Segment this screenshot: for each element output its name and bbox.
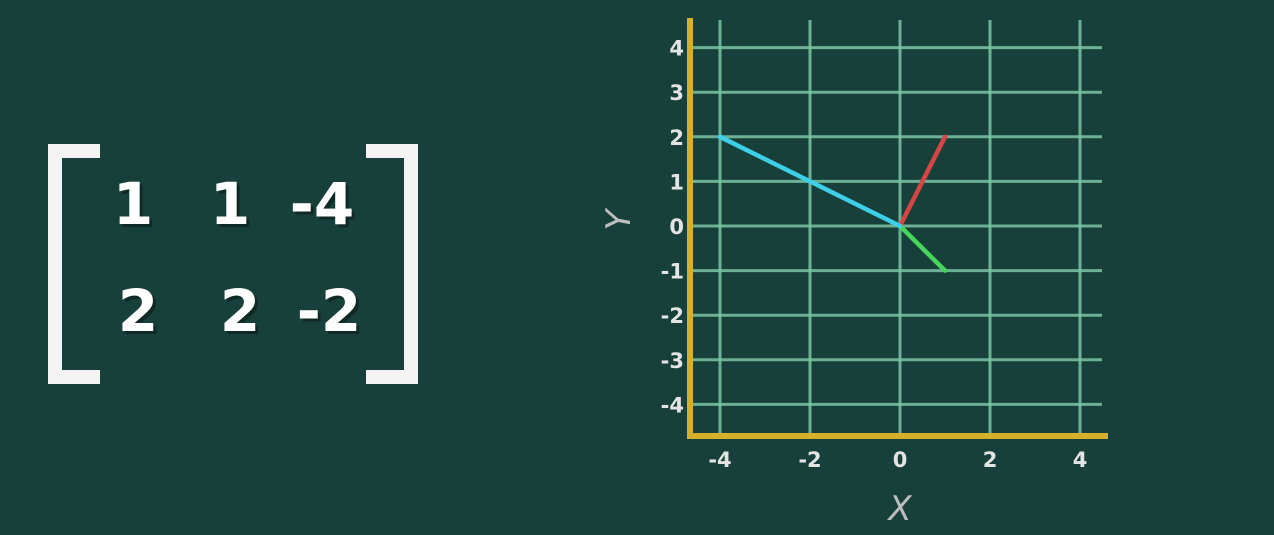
axes (687, 18, 1108, 439)
x-tick-label: -2 (798, 448, 821, 472)
left-bracket (48, 144, 100, 384)
y-tick-label: -3 (661, 349, 684, 373)
vector-2 (897, 223, 948, 273)
y-tick-label: 1 (669, 170, 684, 194)
y-tick-label: 3 (669, 81, 684, 105)
x-tick-label: 4 (1073, 448, 1088, 472)
matrix-cell-r2c1: 2 (117, 277, 159, 345)
right-bracket (366, 144, 418, 384)
matrix-cell-r1c2: 1 (209, 170, 251, 238)
y-tick-label: -2 (661, 304, 684, 328)
y-tick-label: -1 (661, 260, 684, 284)
y-tick-label: -4 (661, 393, 684, 417)
tick-labels: 4 3 2 1 0 -1 -2 -3 -4 -4 -2 0 2 4 (661, 37, 1088, 472)
x-tick-label: 0 (893, 448, 908, 472)
y-tick-label: 0 (669, 215, 684, 239)
x-axis-label: X (886, 489, 912, 529)
y-tick-label: 4 (669, 37, 684, 61)
y-tick-label: 2 (669, 126, 684, 150)
matrix-cell-r1c3: -4 (289, 170, 355, 238)
matrix-cell-r2c2: 2 (219, 277, 261, 345)
y-axis-label: Y (599, 207, 639, 230)
vector-3 (717, 134, 903, 229)
vector-1 (897, 134, 948, 229)
matrix-cell-r2c3: -2 (296, 277, 362, 345)
vectors (717, 134, 948, 273)
x-tick-label: 2 (983, 448, 998, 472)
matrix-cell-r1c1: 1 (112, 170, 154, 238)
x-tick-label: -4 (708, 448, 731, 472)
